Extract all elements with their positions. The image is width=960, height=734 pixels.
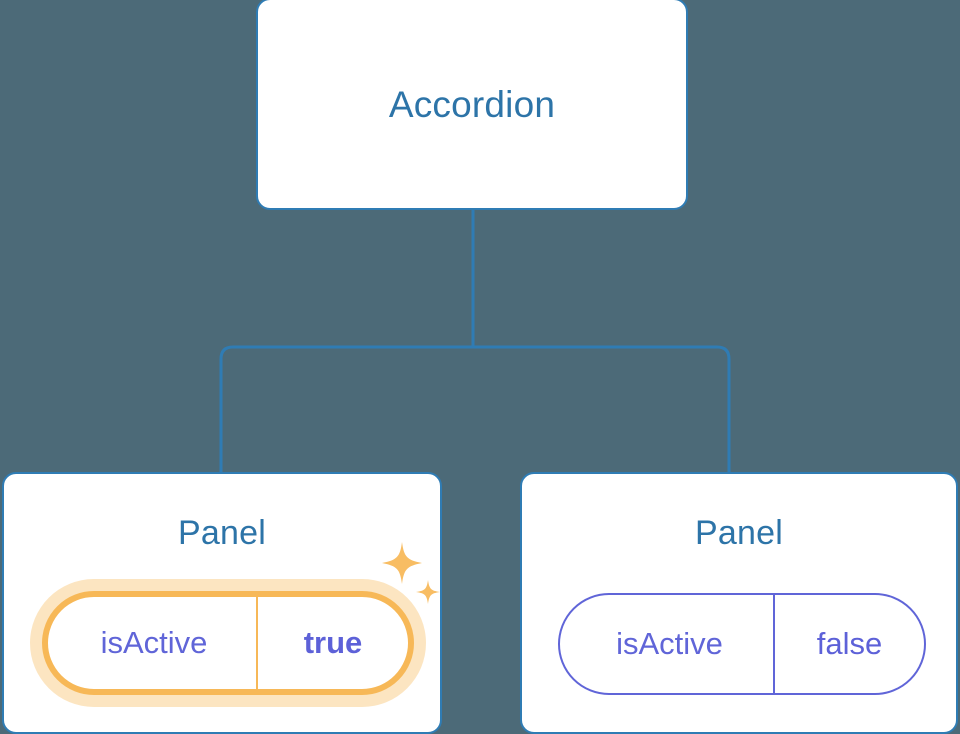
node-panel-inactive[interactable]: Panel isActive false	[520, 472, 958, 734]
prop-value-false: false	[816, 626, 883, 661]
connector-bus	[219, 345, 731, 472]
prop-key-isactive: isActive	[560, 595, 775, 693]
node-panel-active-title: Panel	[178, 514, 266, 552]
prop-pill-active[interactable]: isActive true	[42, 591, 414, 695]
node-accordion[interactable]: Accordion	[256, 0, 688, 210]
prop-key-isactive: isActive	[48, 597, 258, 689]
node-panel-active[interactable]: Panel isActive true	[2, 472, 442, 734]
prop-value-true: true	[303, 625, 363, 660]
node-accordion-title: Accordion	[388, 84, 556, 125]
prop-pill-inactive[interactable]: isActive false	[558, 593, 926, 695]
node-panel-inactive-title: Panel	[695, 514, 783, 552]
prop-pill-active-wrapper[interactable]: isActive true	[30, 579, 426, 707]
